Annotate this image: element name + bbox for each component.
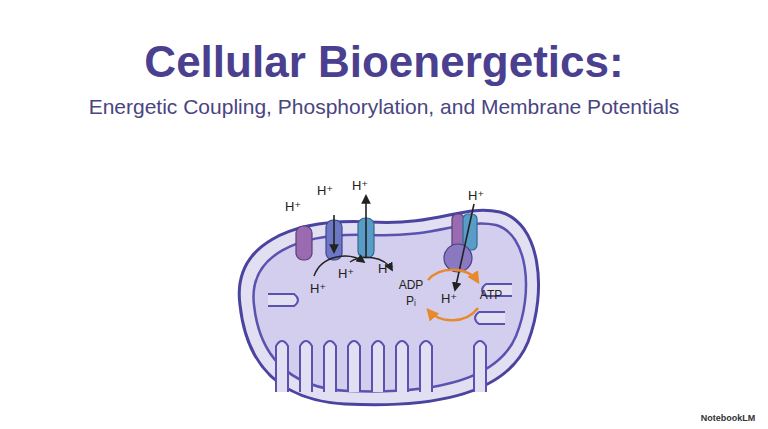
proton-label: H⁺ — [352, 179, 368, 193]
crista — [372, 341, 384, 392]
inner-membrane — [254, 224, 527, 392]
cycle-arrow — [428, 308, 478, 320]
molecule-label: ADP — [399, 279, 424, 292]
proton-arrow — [455, 204, 474, 290]
proton-label: H⁺ — [338, 267, 354, 281]
proton-arrow — [333, 215, 335, 252]
molecule-label: ATP — [480, 289, 502, 302]
crista — [300, 341, 312, 392]
watermark: NotebookLM — [701, 414, 756, 424]
crista — [324, 341, 336, 392]
crista — [475, 312, 505, 324]
proton-label: H⁺ — [441, 292, 457, 306]
crista — [396, 341, 408, 392]
page-title: Cellular Bioenergetics: — [144, 38, 623, 86]
proton-label: H⁺ — [310, 282, 326, 296]
proton-label: H⁺ — [285, 200, 301, 214]
crista — [420, 341, 432, 392]
molecule-label: Pᵢ — [406, 295, 416, 308]
proton-arrow — [365, 196, 367, 258]
complex-i — [296, 226, 312, 260]
atp-synthase-head — [444, 244, 472, 272]
cycle-arrow — [428, 270, 478, 282]
proton-label: H⁺ — [468, 189, 484, 203]
crista — [348, 341, 360, 392]
subtitle: Energetic Coupling, Phosphorylation, and… — [89, 95, 680, 118]
crista — [268, 294, 298, 306]
proton-label: H⁺ — [317, 184, 333, 198]
proton-label: H⁺ — [378, 262, 394, 276]
crista — [474, 341, 486, 392]
outer-membrane — [239, 210, 538, 405]
cristae — [268, 284, 512, 392]
crista — [276, 341, 288, 392]
